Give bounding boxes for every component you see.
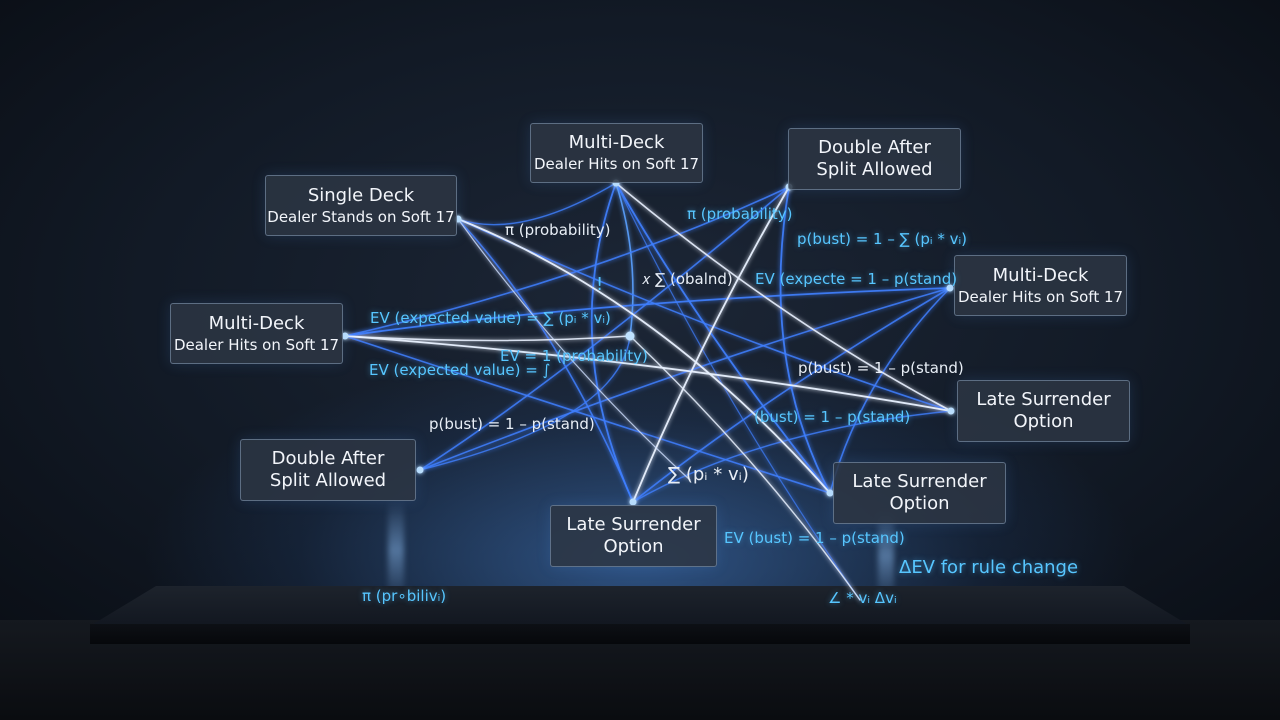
link-line xyxy=(615,182,952,412)
link-line xyxy=(779,186,831,494)
node-subtitle: Dealer Hits on Soft 17 xyxy=(173,335,340,354)
formula-label: ΔEV for rule change xyxy=(899,557,1079,578)
node-double-after-split-left: Double After Split Allowed xyxy=(240,439,416,501)
node-double-after-split-top: Double After Split Allowed xyxy=(788,128,961,190)
link-line xyxy=(457,218,691,481)
link-line xyxy=(344,335,831,494)
node-anchor xyxy=(416,466,424,474)
link-line xyxy=(629,335,861,601)
link-line xyxy=(457,218,831,494)
link-line xyxy=(632,186,790,503)
link-line xyxy=(615,182,861,601)
formula-label: p(bust) = 1 – ∑ (pᵢ * vᵢ) xyxy=(797,230,968,248)
formula-label: EV (expected value) = ∑ (pᵢ * vᵢ) xyxy=(370,309,611,327)
node-anchor xyxy=(947,407,955,415)
link-line xyxy=(344,335,952,412)
formula-label: π (probability) xyxy=(687,205,793,223)
node-title: Double After xyxy=(818,137,931,158)
link-line xyxy=(457,218,634,503)
node-subtitle: Option xyxy=(603,536,664,557)
node-subtitle: Option xyxy=(889,493,950,514)
node-subtitle: Option xyxy=(1013,411,1074,432)
node-multi-deck-h17-right: Multi-Deck Dealer Hits on Soft 17 xyxy=(954,255,1127,316)
formula-label: 𝑥 ∑ (obalnd) xyxy=(642,270,733,288)
formula-label: p(bust) = 1 – p(stand) xyxy=(798,359,964,377)
light-beam xyxy=(388,500,404,600)
formula-label: ! xyxy=(596,274,604,295)
node-subtitle: Dealer Hits on Soft 17 xyxy=(533,155,700,173)
node-late-surrender-mid: Late Surrender Option xyxy=(833,462,1006,524)
node-anchor xyxy=(341,332,349,340)
formula-label: ∠ * vᵢ Δvᵢ xyxy=(828,589,897,607)
formula-label: π (pr∘bilivᵢ) xyxy=(362,587,447,605)
node-anchor xyxy=(625,331,635,341)
link-line xyxy=(457,182,617,226)
node-subtitle: Dealer Stands on Soft 17 xyxy=(267,207,455,226)
node-title: Single Deck xyxy=(307,184,415,206)
link-line xyxy=(419,186,790,471)
formula-label: EV (bust) = 1 – p(stand) xyxy=(724,529,905,547)
platform-front xyxy=(90,624,1190,644)
formula-label: p(bust) = 1 – p(stand) xyxy=(429,415,595,433)
node-anchor xyxy=(946,284,954,292)
light-beam xyxy=(878,510,894,602)
link-line xyxy=(615,182,634,337)
node-single-deck-s17: Single Deck Dealer Stands on Soft 17 xyxy=(265,175,457,236)
node-title: Multi-Deck xyxy=(568,132,665,153)
node-title: Multi-Deck xyxy=(208,312,305,334)
node-multi-deck-h17-left: Multi-Deck Dealer Hits on Soft 17 xyxy=(170,303,343,364)
formula-label: (bust) = 1 – p(stand) xyxy=(754,408,911,426)
node-subtitle: Split Allowed xyxy=(269,470,387,491)
link-line xyxy=(615,182,831,494)
formula-label: π (probability) xyxy=(505,221,611,239)
formula-label: EV (expected value) = ∫ xyxy=(369,361,551,379)
node-multi-deck-h17-top: Multi-Deck Dealer Hits on Soft 17 xyxy=(530,123,703,183)
node-title: Late Surrender xyxy=(852,471,987,492)
node-title: Late Surrender xyxy=(976,389,1111,410)
formula-label: EV = 1 (probability) xyxy=(500,347,648,365)
node-title: Multi-Deck xyxy=(992,264,1089,286)
link-line xyxy=(590,182,634,503)
node-anchor xyxy=(629,498,637,506)
node-subtitle: Split Allowed xyxy=(816,159,933,180)
node-late-surrender-right: Late Surrender Option xyxy=(957,380,1130,442)
node-title: Double After xyxy=(271,448,385,469)
formula-label: ∑ (pᵢ * vᵢ) xyxy=(668,464,749,485)
link-line xyxy=(344,287,951,337)
formula-label: EV (expecte = 1 – p(stand) xyxy=(755,270,958,288)
node-subtitle: Dealer Hits on Soft 17 xyxy=(957,287,1124,306)
link-line xyxy=(344,186,790,337)
link-line xyxy=(632,287,951,503)
node-anchor xyxy=(826,489,834,497)
platform-top xyxy=(90,586,1190,626)
node-title: Late Surrender xyxy=(566,514,701,535)
link-line xyxy=(419,335,631,471)
link-line xyxy=(632,410,952,503)
node-late-surrender-bottom: Late Surrender Option xyxy=(550,505,717,567)
link-line xyxy=(344,335,631,342)
